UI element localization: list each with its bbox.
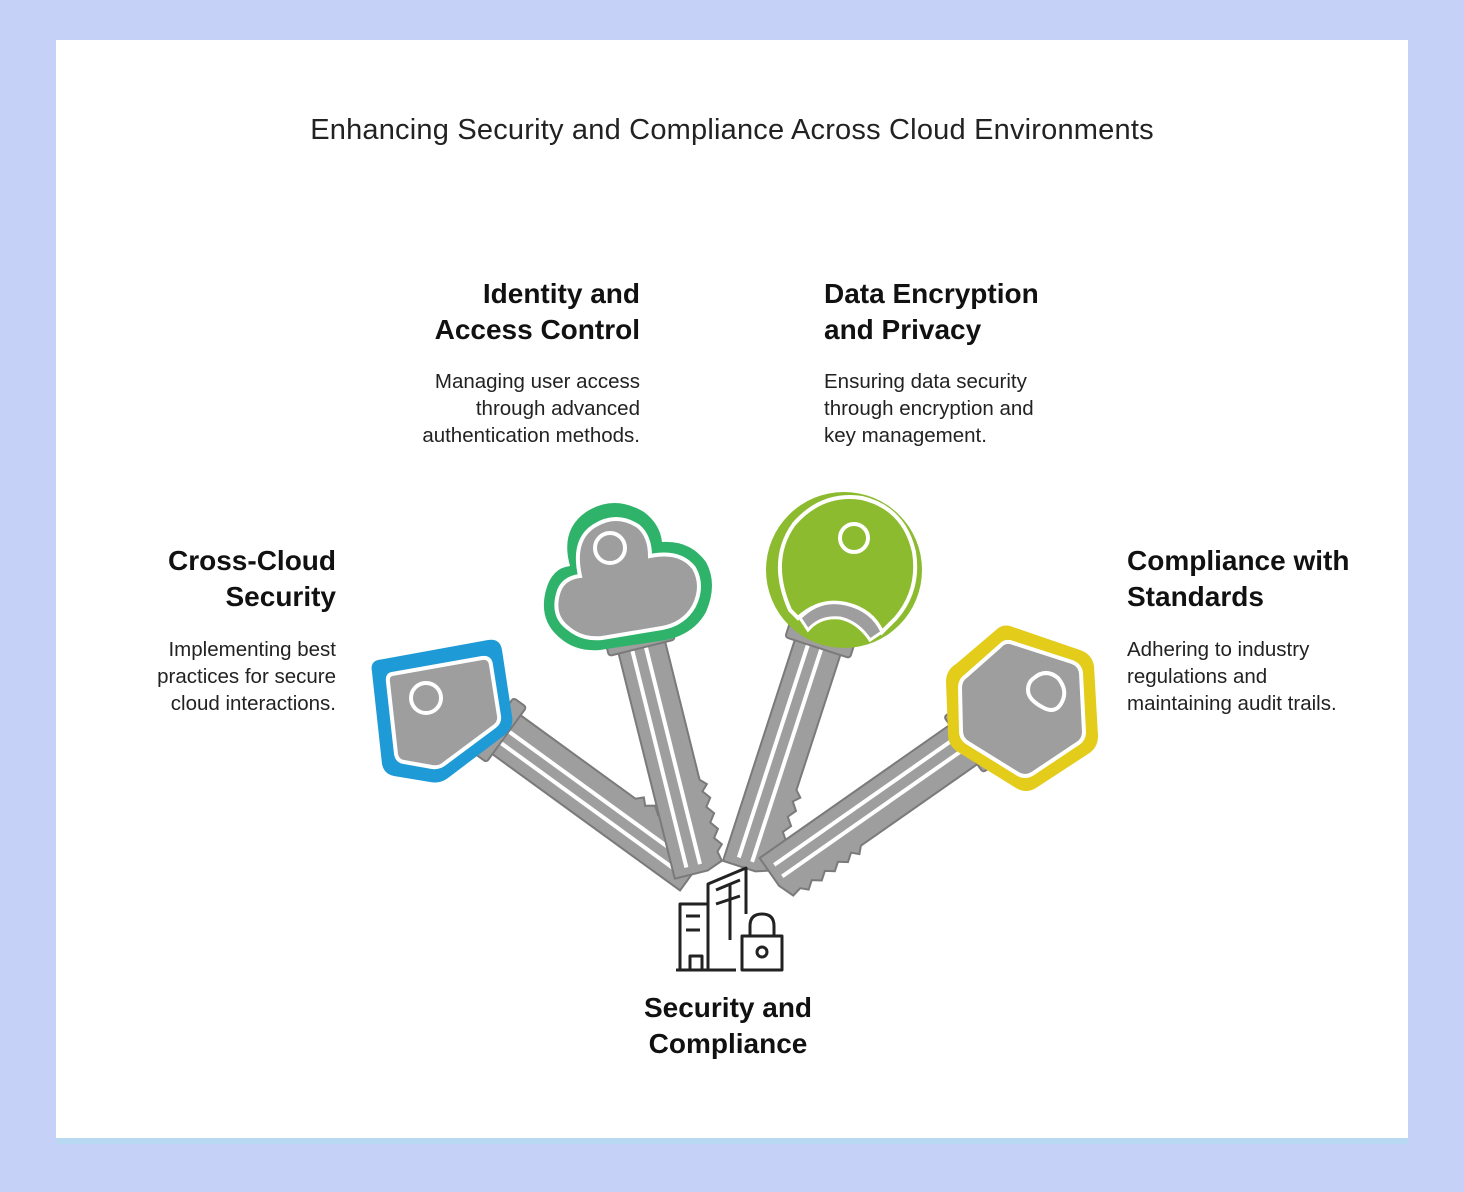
heading-security-compliance: Security and Compliance xyxy=(643,992,813,1059)
yellow-hexagon-key-icon xyxy=(751,625,1098,908)
desc-data-encryption-privacy: Ensuring data security through encryptio… xyxy=(824,370,1034,447)
heading-compliance-standards: Compliance with Standards xyxy=(1127,545,1350,612)
desc-compliance-standards: Adhering to industry regulations and mai… xyxy=(1127,638,1337,715)
heading-identity-access-control: Identity and Access Control xyxy=(434,278,640,345)
green-cloud-key-icon xyxy=(543,503,734,884)
desc-identity-access-control: Managing user access through advanced au… xyxy=(422,370,640,447)
lime-round-key-icon xyxy=(711,492,922,881)
buildings-lock-icon xyxy=(676,866,784,972)
blue-square-key-icon xyxy=(371,639,715,899)
desc-cross-cloud-security: Implementing best practices for secure c… xyxy=(157,638,336,715)
heading-cross-cloud-security: Cross-Cloud Security xyxy=(168,545,336,612)
heading-data-encryption-privacy: Data Encryption and Privacy xyxy=(824,278,1039,345)
diagram-title: Enhancing Security and Compliance Across… xyxy=(310,114,1154,146)
diagram-card xyxy=(56,40,1408,1144)
